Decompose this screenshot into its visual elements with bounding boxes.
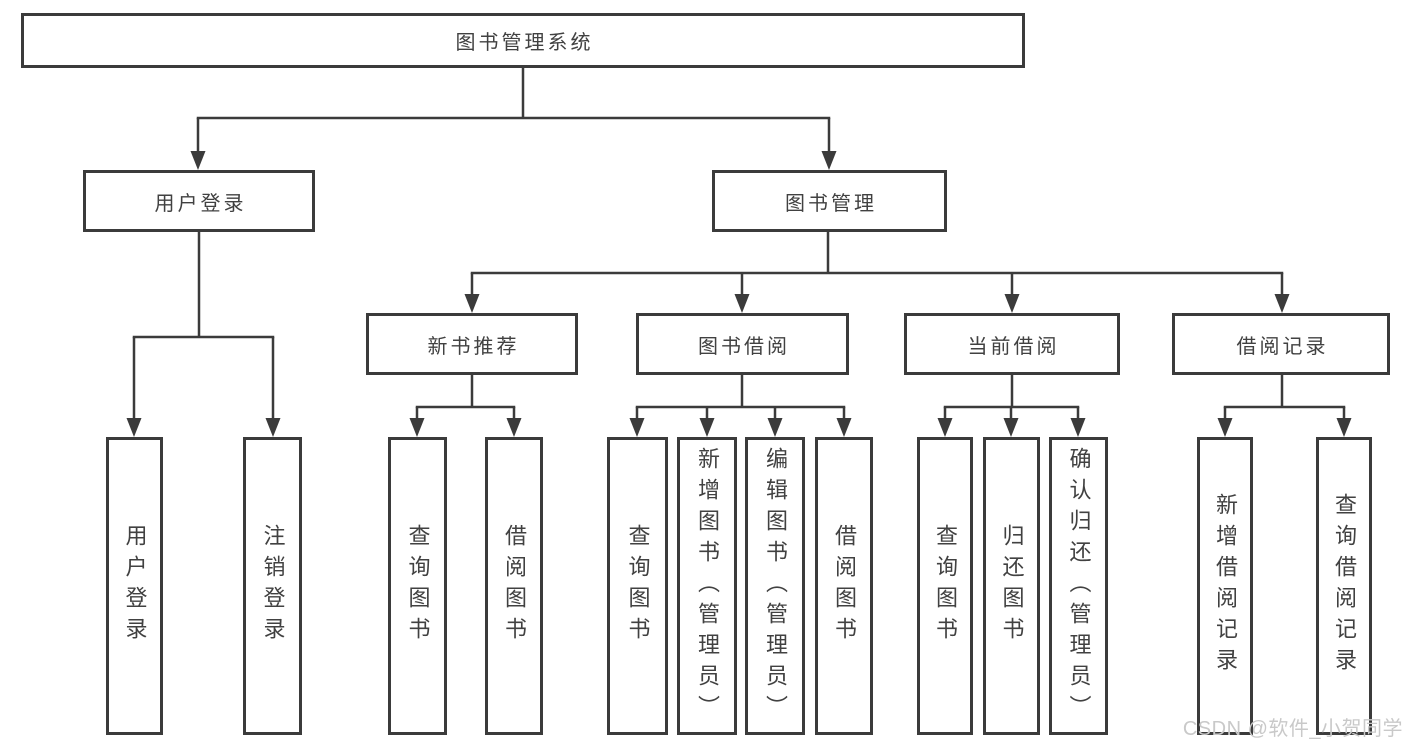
arrowhead-icons	[126, 151, 1352, 437]
leaf-logout-login: 注销登录	[243, 437, 302, 735]
leaf-return-books: 归还图书	[983, 437, 1040, 735]
leaf-query-borrow-record: 查询借阅记录	[1316, 437, 1372, 735]
leaf-user-login: 用户登录	[106, 437, 163, 735]
node-root-system: 图书管理系统	[21, 13, 1025, 68]
csdn-watermark: CSDN @软件_小贺同学	[1182, 718, 1403, 740]
node-book-management: 图书管理	[712, 170, 947, 232]
leaf-add-books-admin: 新增图书（管理员）	[677, 437, 737, 735]
leaf-edit-books-admin: 编辑图书（管理员）	[745, 437, 805, 735]
node-user-login: 用户登录	[83, 170, 315, 232]
leaf-query-books-borrow: 查询图书	[607, 437, 668, 735]
leaf-query-books-recommend: 查询图书	[388, 437, 447, 735]
leaf-confirm-return-admin: 确认归还（管理员）	[1049, 437, 1108, 735]
leaf-borrow-books: 借阅图书	[815, 437, 873, 735]
leaf-query-books-current: 查询图书	[917, 437, 973, 735]
node-current-borrow: 当前借阅	[904, 313, 1120, 375]
leaf-borrow-books-recommend: 借阅图书	[485, 437, 543, 735]
leaf-add-borrow-record: 新增借阅记录	[1197, 437, 1253, 735]
node-borrow-records: 借阅记录	[1172, 313, 1390, 375]
node-new-book-recommend: 新书推荐	[366, 313, 578, 375]
node-book-borrow: 图书借阅	[636, 313, 849, 375]
